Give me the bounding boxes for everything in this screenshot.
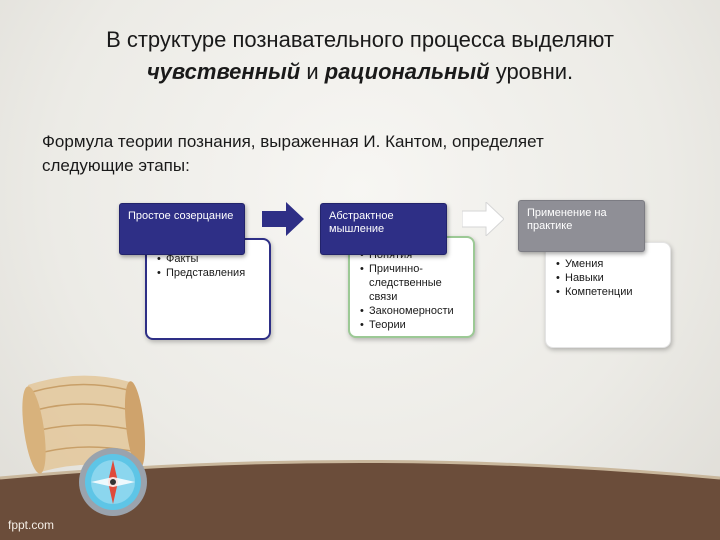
stage-1-item: Факты <box>157 252 261 266</box>
compass-icon <box>79 448 147 516</box>
stage-3-item: Компетенции <box>556 285 662 299</box>
title-connector: и <box>300 59 325 84</box>
stage-3-details: Умения Навыки Компетенции <box>545 242 671 348</box>
title-emphasis-rational: рациональный <box>324 59 490 84</box>
stage-3-header: Применение на практике <box>518 200 645 252</box>
stage-1-details: Факты Представления <box>145 238 271 340</box>
stage-2-item: Причинно-следственные связи <box>360 262 465 304</box>
stage-2-item: Теории <box>360 318 465 332</box>
stage-3-item: Умения <box>556 257 662 271</box>
stage-2-header: Абстрактное мышление <box>320 203 447 255</box>
scroll-map-icon <box>22 375 146 474</box>
arrow-right-icon <box>262 202 304 236</box>
stage-1-item: Представления <box>157 266 261 280</box>
footer-logo: fppt.com <box>8 518 55 532</box>
title-line-2: чувственный и рациональный уровни. <box>40 56 680 88</box>
arrow-right-icon <box>462 202 504 236</box>
stage-3-item: Навыки <box>556 271 662 285</box>
stage-1-header: Простое созерцание <box>119 203 245 255</box>
title-line-1: В структуре познавательного процесса выд… <box>106 27 614 52</box>
page-title: В структуре познавательного процесса выд… <box>40 24 680 88</box>
title-ending: уровни. <box>489 59 574 84</box>
intro-text: Формула теории познания, выраженная И. К… <box>42 132 544 175</box>
stage-2-item: Закономерности <box>360 304 465 318</box>
title-emphasis-sensory: чувственный <box>146 59 301 84</box>
